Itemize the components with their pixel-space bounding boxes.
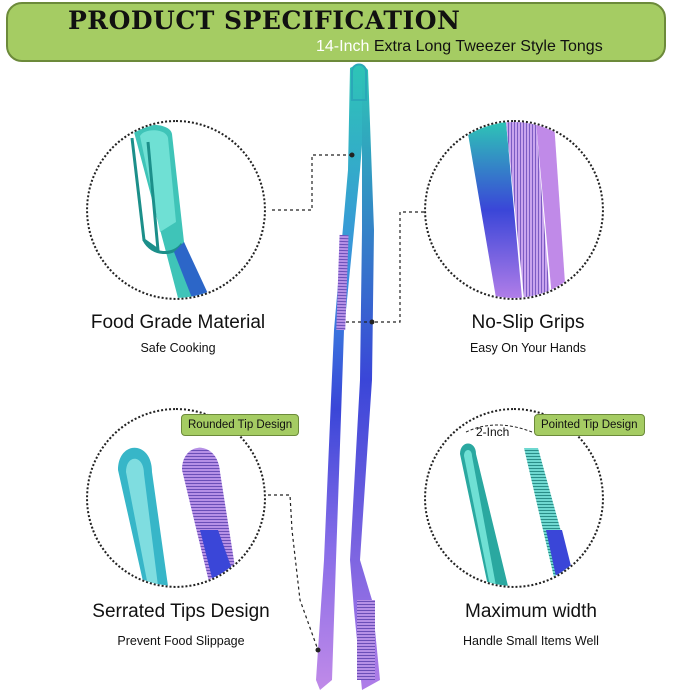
feature-tips-subtitle: Prevent Food Slippage	[117, 634, 245, 648]
grips-closeup	[424, 120, 604, 300]
header-banner: PRODUCT SPECIFICATION 14-Inch Extra Long…	[6, 2, 666, 62]
connector-lines	[268, 154, 430, 651]
clip-closeup-image	[130, 124, 210, 298]
pointed-tip-tag: Pointed Tip Design	[534, 414, 645, 436]
pointed-tip-image	[460, 424, 576, 586]
grip-closeup-image	[466, 122, 566, 298]
tongs-left-arm	[316, 65, 368, 690]
tongs-clip	[351, 63, 367, 101]
feature-material-title: Food Grade Material	[90, 312, 266, 333]
feature-width-title: Maximum width	[465, 601, 597, 622]
rounded-tip-tag: Rounded Tip Design	[181, 414, 300, 436]
width-measurement-label: 2-Inch	[476, 425, 510, 439]
page-subtitle: 14-Inch Extra Long Tweezer Style Tongs	[316, 38, 603, 56]
tongs-right-arm	[350, 70, 380, 690]
rounded-tip-image	[118, 447, 238, 586]
page-title: PRODUCT SPECIFICATION	[68, 6, 461, 35]
subtitle-rest: Extra Long Tweezer Style Tongs	[369, 38, 603, 55]
tips-closeup	[86, 408, 266, 588]
feature-width-subtitle: Handle Small Items Well	[463, 634, 599, 648]
subtitle-highlight: 14-Inch	[316, 38, 370, 55]
feature-grips-subtitle: Easy On Your Hands	[469, 341, 587, 355]
feature-grips-title: No-Slip Grips	[471, 312, 585, 333]
feature-material-subtitle: Safe Cooking	[140, 341, 216, 355]
feature-tips-title: Serrated Tips Design	[92, 601, 270, 622]
material-closeup	[86, 120, 266, 300]
